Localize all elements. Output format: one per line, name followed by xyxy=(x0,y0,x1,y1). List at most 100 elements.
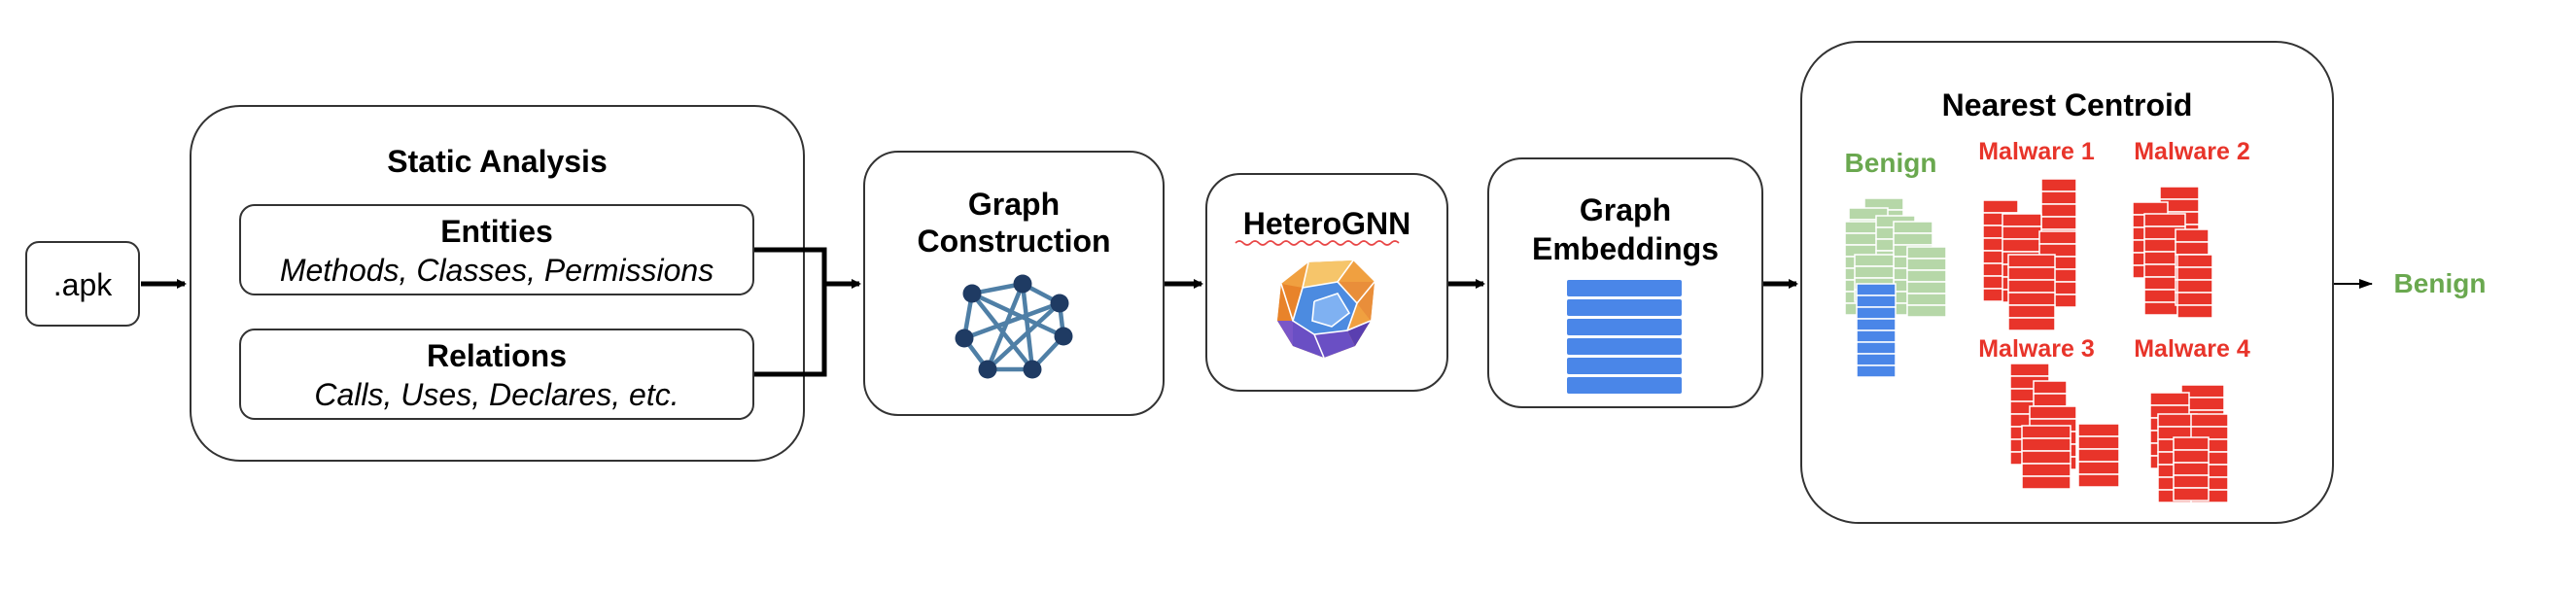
relations-subtitle: Calls, Uses, Declares, etc. xyxy=(314,377,679,412)
relations-box xyxy=(239,329,754,420)
malware-row xyxy=(2077,473,2120,488)
graph-embeddings-title-2: Embeddings xyxy=(1531,231,1719,266)
connector-entities xyxy=(754,247,827,284)
malware-3-label: Malware 3 xyxy=(1978,335,2095,363)
malware-row xyxy=(2021,437,2071,452)
malware-row xyxy=(2021,425,2071,439)
benign-row xyxy=(1906,304,1947,318)
malware-row xyxy=(2176,254,2213,268)
embedding-row xyxy=(1567,338,1682,355)
malware-2-label: Malware 2 xyxy=(2134,138,2250,165)
malware-row xyxy=(2077,435,2120,450)
malware-row xyxy=(2038,230,2077,245)
benign-cluster-label: Benign xyxy=(1844,148,1937,178)
embedding-row xyxy=(1567,358,1682,374)
output-label: Benign xyxy=(2393,268,2487,298)
malware-row xyxy=(2173,474,2210,489)
malware-4-label: Malware 4 xyxy=(2134,335,2250,363)
embedding-row xyxy=(1567,319,1682,335)
benign-cluster xyxy=(1844,197,1947,318)
benign-embedding-row xyxy=(1856,283,1897,296)
malware-row xyxy=(2040,178,2077,192)
embedding-row xyxy=(1567,299,1682,316)
malware-1-label: Malware 1 xyxy=(1978,138,2095,165)
malware-row xyxy=(2077,461,2120,475)
benign-row xyxy=(1854,254,1895,267)
malware-row xyxy=(2143,213,2186,227)
malware-row xyxy=(2175,241,2210,256)
malware-row xyxy=(2021,450,2071,465)
malware-row xyxy=(2033,380,2068,395)
malware-row xyxy=(2175,228,2210,243)
graph-construction-title-1: Graph xyxy=(967,187,1061,222)
malware-row xyxy=(2176,292,2213,306)
relations-title: Relations xyxy=(426,338,568,373)
malware-1-cluster xyxy=(1982,178,2077,331)
malware-row xyxy=(2002,238,2042,253)
apk-box xyxy=(25,241,140,327)
benign-embedding-row xyxy=(1856,318,1897,331)
benign-embedding-row xyxy=(1856,306,1897,320)
entities-title: Entities xyxy=(440,214,553,249)
benign-row xyxy=(1893,221,1933,234)
malware-row xyxy=(2040,203,2077,218)
malware-row xyxy=(2007,279,2056,294)
malware-row xyxy=(2021,475,2071,490)
benign-row xyxy=(1906,258,1947,271)
graph-network-icon xyxy=(955,274,1073,379)
malware-row xyxy=(2132,201,2169,216)
malware-row xyxy=(2007,304,2056,319)
graph-embeddings-title-1: Graph xyxy=(1579,192,1672,227)
malware-row xyxy=(2029,405,2077,420)
entities-box xyxy=(239,204,754,295)
malware-row xyxy=(2021,463,2071,477)
benign-embedding-stack xyxy=(1856,283,1897,378)
malware-row xyxy=(2173,449,2210,464)
malware-row xyxy=(1982,199,2019,214)
malware-row xyxy=(2159,186,2200,200)
malware-2-cluster xyxy=(2132,186,2213,319)
malware-row xyxy=(2176,266,2213,281)
nearest-centroid-title: Nearest Centroid xyxy=(1941,87,2193,122)
embedding-row xyxy=(1567,280,1682,296)
graph-construction-title-2: Construction xyxy=(917,224,1111,259)
malware-row xyxy=(2033,393,2068,407)
malware-row xyxy=(2002,213,2042,227)
malware-3-cluster xyxy=(2009,363,2120,490)
malware-row xyxy=(2173,436,2210,451)
benign-embedding-row xyxy=(1856,353,1897,366)
malware-row xyxy=(2173,487,2210,502)
benign-row xyxy=(1893,232,1933,246)
entities-subtitle: Methods, Classes, Permissions xyxy=(279,253,714,288)
malware-row xyxy=(2007,266,2056,281)
malware-row xyxy=(2149,392,2190,406)
graph-embedding-stack xyxy=(1567,280,1682,394)
benign-embedding-row xyxy=(1856,294,1897,308)
malware-4-cluster xyxy=(2149,384,2229,503)
benign-row xyxy=(1906,293,1947,306)
benign-embedding-row xyxy=(1856,329,1897,343)
benign-row xyxy=(1906,281,1947,294)
malware-row xyxy=(2176,304,2213,319)
malware-row xyxy=(2176,279,2213,294)
benign-row xyxy=(1906,246,1947,260)
heterognn-polyhedron-icon xyxy=(1277,260,1375,359)
malware-row xyxy=(2007,254,2056,268)
benign-embedding-row xyxy=(1856,341,1897,355)
spellcheck-underline xyxy=(1235,240,1400,246)
malware-row xyxy=(2002,225,2042,240)
malware-row xyxy=(2077,423,2120,437)
malware-row xyxy=(2190,413,2229,428)
embedding-row xyxy=(1567,377,1682,394)
apk-label: .apk xyxy=(52,267,113,302)
malware-row xyxy=(2077,448,2120,463)
malware-row xyxy=(2007,317,2056,331)
benign-row xyxy=(1854,265,1895,279)
heterognn-title: HeteroGNN xyxy=(1242,206,1411,241)
static-analysis-title: Static Analysis xyxy=(387,144,608,179)
malware-row xyxy=(2173,462,2210,476)
malware-row xyxy=(2009,363,2050,377)
connector-relations xyxy=(754,284,827,377)
malware-row xyxy=(2040,191,2077,205)
